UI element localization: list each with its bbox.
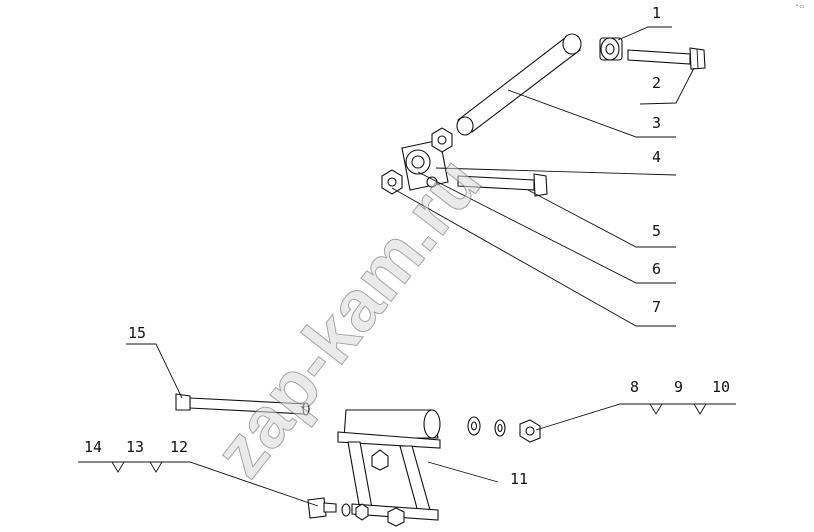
callout-4: 4 [652,148,661,166]
part-3-long-rod [456,33,582,136]
leader-8-9-10 [535,403,736,431]
leader-12-13-14 [78,461,319,507]
callout-15: 15 [128,324,146,342]
callout-10: 10 [712,378,730,396]
callout-7: 7 [652,298,661,316]
callout-1: 1 [652,4,661,22]
corner-mark: ᵃ ▭ [796,4,805,10]
part-5-bolt [457,173,548,197]
washer-9 [494,419,506,437]
part-11-bracket-assembly [337,409,441,527]
callout-5: 5 [652,222,661,240]
callout-8: 8 [630,378,639,396]
washer-13 [341,503,351,517]
washer-8 [467,416,481,436]
part-15-long-bolt [175,393,310,416]
leader-11 [427,461,499,483]
upper-leader-lines [391,26,695,327]
nut-10 [519,419,541,443]
upper-hex-nut [431,127,453,153]
part-2-bolt [627,47,706,70]
part-4-bracket [401,139,449,191]
callout-3: 3 [652,114,661,132]
callout-6: 6 [652,260,661,278]
callout-12: 12 [170,438,188,456]
callout-11: 11 [510,470,528,488]
part-7-hex-nut [381,169,403,195]
callout-9: 9 [674,378,683,396]
callout-14: 14 [84,438,102,456]
callout-13: 13 [126,438,144,456]
leader-15 [126,343,183,399]
bolt-12 [307,497,337,519]
nut-14 [355,503,369,521]
callout-2: 2 [652,74,661,92]
part-1-bushing [599,37,623,61]
